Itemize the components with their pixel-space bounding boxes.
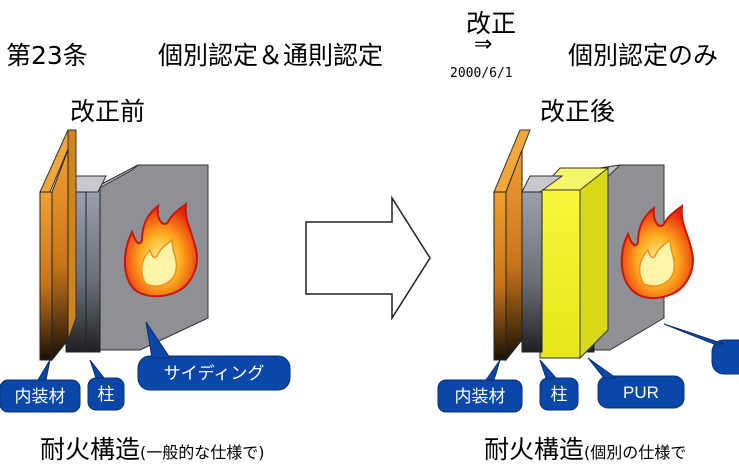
caption-after: 耐火構造(個別の仕様で — [484, 430, 686, 466]
label-interior-left: 内装材 — [15, 387, 66, 406]
transition-arrow — [305, 195, 431, 321]
callout-interior-left: 内装材 — [0, 359, 81, 413]
caption-after-main: 耐火構造 — [484, 435, 585, 464]
label-siding: サイディング — [164, 363, 265, 383]
label-pur: PUR — [623, 383, 659, 402]
callout-column-left: 柱 — [87, 359, 125, 411]
callout-siding: サイディング — [137, 321, 291, 391]
callout-interior-right: 内装材 — [437, 359, 523, 413]
before-title: 改正前 — [70, 97, 146, 126]
caption-before: 耐火構造(一般的な仕様で) — [40, 430, 265, 466]
label-interior-right: 内装材 — [455, 387, 506, 406]
revision-date: 2000/6/1 — [450, 66, 513, 81]
flame-icon — [123, 201, 198, 298]
callout-pur: PUR — [587, 357, 685, 409]
rule-after: 個別認定のみ — [568, 41, 719, 70]
caption-before-sub: (一般的な仕様で) — [140, 443, 265, 462]
revision-label: 改正 — [466, 9, 517, 38]
article-number: 第23条 — [6, 41, 88, 70]
caption-after-sub: (個別の仕様で — [584, 443, 687, 462]
callout-siding-right-partial — [663, 323, 739, 375]
callout-column-right: 柱 — [539, 359, 579, 411]
flame-icon-right — [620, 203, 694, 300]
label-column-left: 柱 — [98, 385, 115, 404]
after-wall — [493, 129, 665, 362]
rule-before: 個別認定＆通則認定 — [158, 41, 384, 70]
label-column-right: 柱 — [551, 385, 568, 404]
revision-arrow: ⇒ — [474, 32, 493, 57]
after-title: 改正後 — [540, 97, 616, 126]
caption-before-main: 耐火構造 — [40, 435, 141, 464]
